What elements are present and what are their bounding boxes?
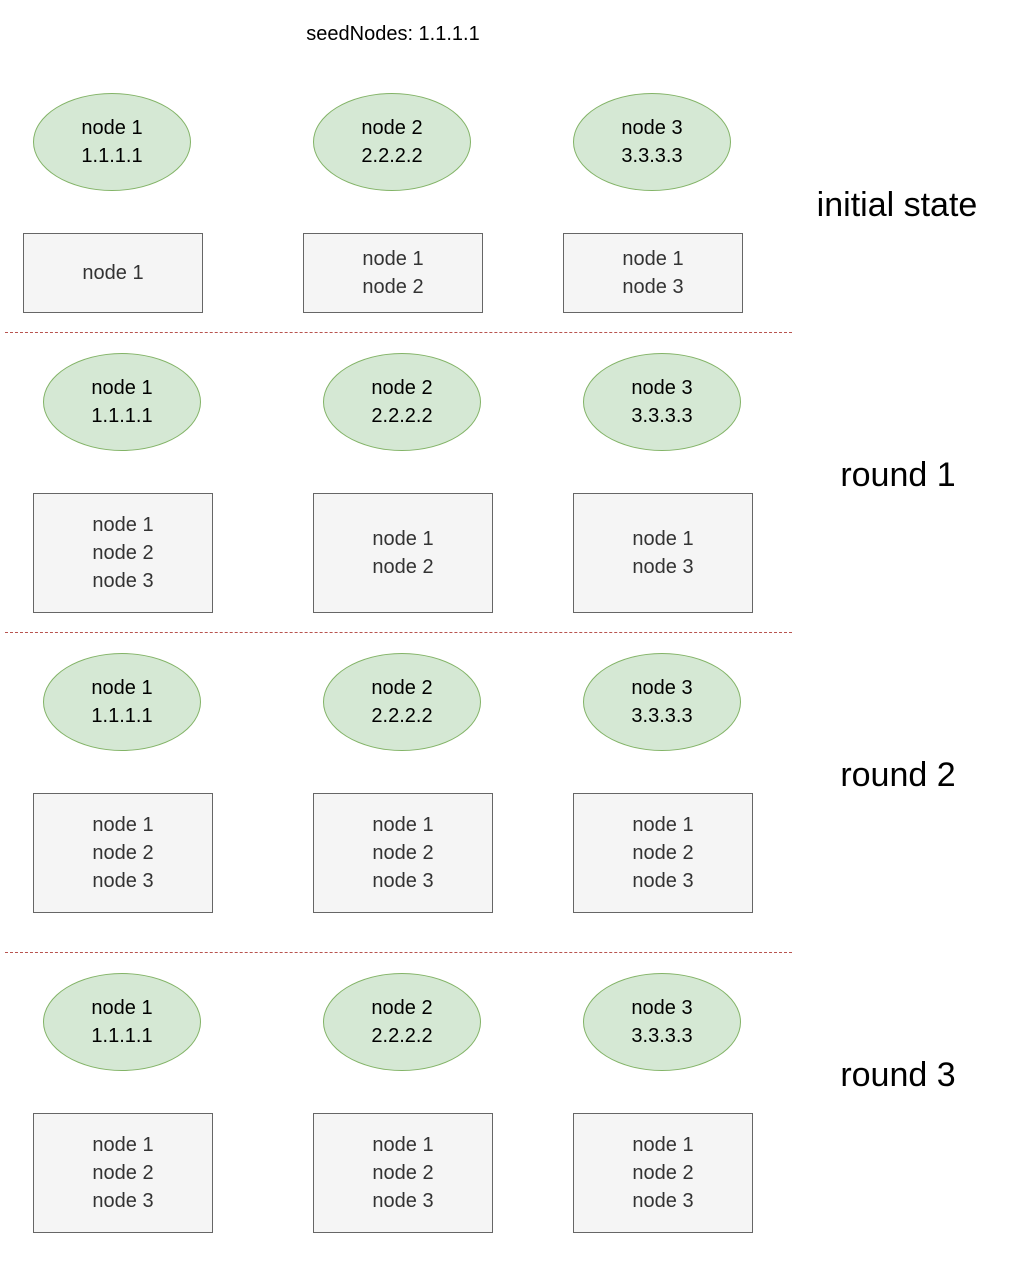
node-name: node 1 xyxy=(91,677,153,699)
stage-divider xyxy=(5,952,792,953)
node-ellipse: node 3 3.3.3.3 xyxy=(583,973,741,1071)
member-entry: node 1 xyxy=(372,1134,434,1156)
member-entry: node 1 xyxy=(632,1134,694,1156)
node-name: node 3 xyxy=(631,997,693,1019)
node-ellipse: node 2 2.2.2.2 xyxy=(313,93,471,191)
member-entry: node 2 xyxy=(632,1162,694,1184)
seed-nodes-label: seedNodes: 1.1.1.1 xyxy=(306,23,480,45)
node-name: node 3 xyxy=(621,117,683,139)
member-entry: node 2 xyxy=(92,842,154,864)
node-ip: 3.3.3.3 xyxy=(621,145,683,167)
member-entry: node 1 xyxy=(92,814,154,836)
node-ip: 1.1.1.1 xyxy=(81,145,143,167)
node-name: node 1 xyxy=(91,997,153,1019)
member-entry: node 2 xyxy=(372,1162,434,1184)
member-entry: node 2 xyxy=(372,556,434,578)
stage-label: round 2 xyxy=(840,756,956,794)
stage-divider xyxy=(5,332,792,333)
member-entry: node 2 xyxy=(362,276,424,298)
node-ellipse: node 1 1.1.1.1 xyxy=(43,653,201,751)
membership-table: node 1 node 2 xyxy=(313,493,493,613)
membership-table: node 1 node 2 node 3 xyxy=(573,793,753,913)
membership-table: node 1 node 2 xyxy=(303,233,483,313)
member-entry: node 3 xyxy=(622,276,684,298)
member-entry: node 2 xyxy=(92,542,154,564)
node-name: node 3 xyxy=(631,677,693,699)
node-ellipse: node 3 3.3.3.3 xyxy=(583,353,741,451)
member-entry: node 1 xyxy=(92,1134,154,1156)
member-entry: node 3 xyxy=(372,1190,434,1212)
member-entry: node 1 xyxy=(362,248,424,270)
node-name: node 1 xyxy=(81,117,143,139)
member-entry: node 1 xyxy=(632,814,694,836)
member-entry: node 2 xyxy=(372,842,434,864)
node-ip: 2.2.2.2 xyxy=(371,705,433,727)
node-name: node 2 xyxy=(361,117,423,139)
node-name: node 1 xyxy=(91,377,153,399)
node-ellipse: node 1 1.1.1.1 xyxy=(43,353,201,451)
member-entry: node 1 xyxy=(372,814,434,836)
membership-table: node 1 node 2 node 3 xyxy=(33,1113,213,1233)
node-ip: 3.3.3.3 xyxy=(631,705,693,727)
member-entry: node 1 xyxy=(632,528,694,550)
node-ellipse: node 1 1.1.1.1 xyxy=(33,93,191,191)
stage-label: round 3 xyxy=(840,1056,956,1094)
stage-label: initial state xyxy=(816,186,978,224)
node-ip: 2.2.2.2 xyxy=(361,145,423,167)
stage-divider xyxy=(5,632,792,633)
node-name: node 2 xyxy=(371,997,433,1019)
node-ip: 3.3.3.3 xyxy=(631,405,693,427)
membership-table: node 1 node 3 xyxy=(573,493,753,613)
member-entry: node 3 xyxy=(372,870,434,892)
node-ip: 3.3.3.3 xyxy=(631,1025,693,1047)
node-ellipse: node 3 3.3.3.3 xyxy=(573,93,731,191)
node-ip: 1.1.1.1 xyxy=(91,1025,153,1047)
node-ellipse: node 2 2.2.2.2 xyxy=(323,973,481,1071)
membership-table: node 1 xyxy=(23,233,203,313)
member-entry: node 1 xyxy=(372,528,434,550)
node-ip: 2.2.2.2 xyxy=(371,1025,433,1047)
member-entry: node 1 xyxy=(92,514,154,536)
member-entry: node 3 xyxy=(632,870,694,892)
member-entry: node 3 xyxy=(92,870,154,892)
node-name: node 2 xyxy=(371,377,433,399)
membership-table: node 1 node 2 node 3 xyxy=(33,793,213,913)
node-ellipse: node 3 3.3.3.3 xyxy=(583,653,741,751)
node-name: node 3 xyxy=(631,377,693,399)
member-entry: node 3 xyxy=(632,556,694,578)
member-entry: node 3 xyxy=(92,570,154,592)
node-ellipse: node 1 1.1.1.1 xyxy=(43,973,201,1071)
node-ellipse: node 2 2.2.2.2 xyxy=(323,653,481,751)
member-entry: node 1 xyxy=(82,262,144,284)
membership-table: node 1 node 2 node 3 xyxy=(313,793,493,913)
membership-table: node 1 node 2 node 3 xyxy=(313,1113,493,1233)
member-entry: node 2 xyxy=(632,842,694,864)
node-ip: 2.2.2.2 xyxy=(371,405,433,427)
stage-label: round 1 xyxy=(840,456,956,494)
node-ip: 1.1.1.1 xyxy=(91,705,153,727)
membership-table: node 1 node 2 node 3 xyxy=(33,493,213,613)
node-ip: 1.1.1.1 xyxy=(91,405,153,427)
member-entry: node 2 xyxy=(92,1162,154,1184)
membership-table: node 1 node 3 xyxy=(563,233,743,313)
member-entry: node 3 xyxy=(632,1190,694,1212)
member-entry: node 1 xyxy=(622,248,684,270)
member-entry: node 3 xyxy=(92,1190,154,1212)
membership-table: node 1 node 2 node 3 xyxy=(573,1113,753,1233)
node-name: node 2 xyxy=(371,677,433,699)
node-ellipse: node 2 2.2.2.2 xyxy=(323,353,481,451)
